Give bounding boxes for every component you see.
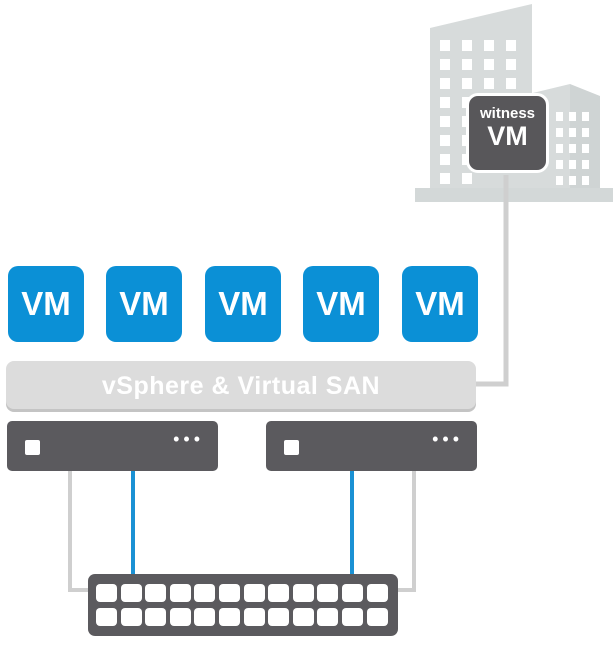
witness-label: witness [479, 105, 536, 122]
network-switch[interactable] [88, 574, 398, 636]
switch-port [243, 608, 265, 626]
witness-vm[interactable]: witness VM [466, 93, 549, 173]
building-window [506, 59, 516, 70]
building-window [506, 78, 516, 89]
switch-port [268, 584, 290, 602]
building-window [440, 78, 450, 89]
witness-vm-label: VM [487, 121, 528, 151]
building-window [556, 144, 563, 153]
building-window [462, 78, 472, 89]
building-window [440, 154, 450, 165]
building-window [582, 144, 589, 153]
server-status-dots-icon: ••• [432, 429, 463, 449]
switch-port [342, 584, 363, 602]
switch-port [120, 608, 142, 626]
building-window [569, 160, 576, 169]
building-window [484, 78, 494, 89]
switch-port [292, 584, 314, 602]
building-window [582, 112, 589, 121]
building-window [440, 173, 450, 184]
switch-port [120, 584, 142, 602]
building-window [440, 40, 450, 51]
building-window [582, 176, 589, 185]
switch-port [366, 584, 388, 602]
building-window [462, 40, 472, 51]
building-window [556, 176, 563, 185]
switch-port [219, 584, 240, 602]
switch-port [145, 584, 167, 602]
server-power-led-icon [284, 440, 299, 455]
vm-box-4[interactable]: VM [303, 266, 379, 342]
witness-uplink-line [476, 175, 509, 387]
switch-port [169, 608, 191, 626]
building-window [462, 59, 472, 70]
switch-port [169, 584, 191, 602]
switch-port [243, 584, 265, 602]
building-window [556, 160, 563, 169]
switch-port [366, 608, 388, 626]
vm-box-3[interactable]: VM [205, 266, 281, 342]
switch-port [342, 608, 363, 626]
server-status-dots-icon: ••• [173, 429, 204, 449]
vm-box-1[interactable]: VM [8, 266, 84, 342]
switch-port [194, 608, 216, 626]
server-host-1[interactable]: ••• [7, 421, 218, 471]
switch-port [317, 608, 339, 626]
switch-port [145, 608, 167, 626]
vm-box-5[interactable]: VM [402, 266, 478, 342]
building-window [569, 176, 576, 185]
server1-uplink-line [68, 471, 90, 592]
building-window [582, 128, 589, 137]
building-window [556, 112, 563, 121]
building-window [582, 160, 589, 169]
switch-port [194, 584, 216, 602]
building-window [569, 112, 576, 121]
building-window [484, 40, 494, 51]
switch-port [268, 608, 290, 626]
switch-port [219, 608, 240, 626]
building-window [440, 116, 450, 127]
server-power-led-icon [25, 440, 40, 455]
server2-uplink-line [396, 471, 416, 592]
building-window [556, 128, 563, 137]
switch-port [292, 608, 314, 626]
switch-port [317, 584, 339, 602]
building-window [569, 128, 576, 137]
building-window [462, 173, 472, 184]
building-window [484, 59, 494, 70]
vm-box-2[interactable]: VM [106, 266, 182, 342]
switch-port [96, 584, 117, 602]
building-window [440, 135, 450, 146]
vsphere-virtual-san-bar: vSphere & Virtual SAN [6, 361, 476, 409]
switch-port [96, 608, 117, 626]
server-host-2[interactable]: ••• [266, 421, 477, 471]
building-window [440, 97, 450, 108]
building-window [506, 40, 516, 51]
building-window [569, 144, 576, 153]
building-window [440, 59, 450, 70]
